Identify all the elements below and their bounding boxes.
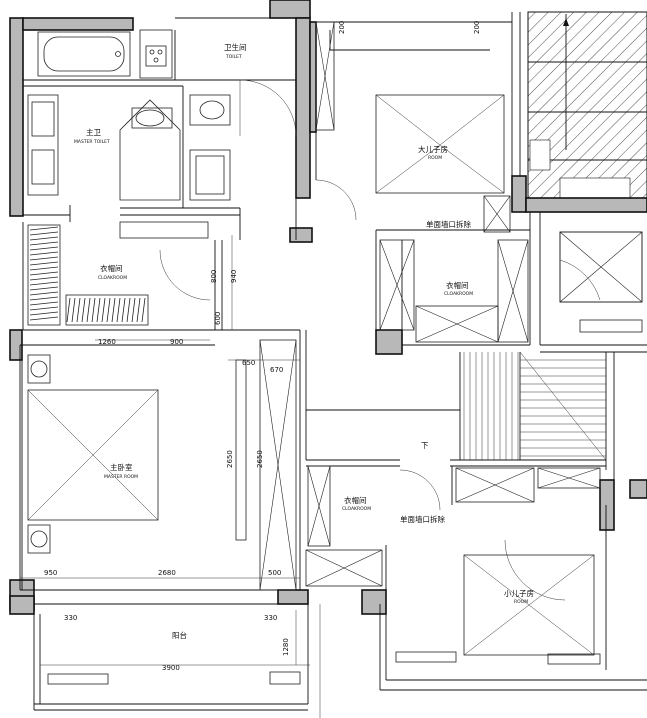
label-younger-child-room-en: ROOM bbox=[514, 599, 528, 605]
dim-200-a: 200 bbox=[338, 21, 346, 34]
dim-650: 650 bbox=[242, 359, 255, 367]
label-master-bedroom-en: MASTER ROOM bbox=[104, 474, 138, 480]
label-master-bath-en: MASTER TOILET bbox=[74, 139, 110, 145]
master-vanity bbox=[27, 94, 59, 196]
dim-2650-a: 2650 bbox=[226, 450, 234, 468]
shower-enclosure bbox=[119, 99, 181, 201]
dimension-labels: 1260 900 800 940 600 650 670 2650 2650 9… bbox=[44, 21, 481, 672]
label-elder-child-room-en: ROOM bbox=[428, 155, 442, 161]
label-child-closet-en: CLOAKROOM bbox=[444, 291, 473, 297]
label-elder-child-room: 大儿子房 bbox=[418, 144, 448, 154]
dim-330-a: 330 bbox=[64, 614, 77, 622]
dim-200-b: 200 bbox=[473, 21, 481, 34]
radiators bbox=[47, 651, 601, 685]
dimension-lines bbox=[20, 235, 310, 666]
dim-600: 600 bbox=[214, 312, 222, 325]
dim-1280: 1280 bbox=[282, 638, 290, 656]
label-master-closet: 衣帽间 bbox=[100, 263, 123, 273]
label-balcony: 阳台 bbox=[172, 630, 187, 640]
dim-900: 900 bbox=[170, 338, 183, 346]
toilets bbox=[189, 94, 231, 201]
dim-500: 500 bbox=[268, 569, 281, 577]
label-master-bath: 主卫 bbox=[86, 127, 101, 137]
dim-940: 940 bbox=[230, 270, 238, 283]
dim-3900: 3900 bbox=[162, 664, 180, 672]
dim-1260: 1260 bbox=[98, 338, 116, 346]
elevator-shaft bbox=[559, 231, 643, 303]
label-lower-closet: 衣帽间 bbox=[344, 495, 367, 505]
vanity-top bbox=[139, 29, 173, 79]
stairs bbox=[463, 351, 607, 461]
dim-2650-b: 2650 bbox=[256, 450, 264, 468]
label-master-closet-en: CLOAKROOM bbox=[98, 275, 127, 281]
closet-hanging-rails bbox=[27, 221, 209, 326]
label-child-closet: 衣帽间 bbox=[446, 280, 469, 290]
door-swings bbox=[159, 79, 601, 601]
label-master-bedroom: 主卧室 bbox=[110, 462, 133, 472]
stair-shaft-hatched bbox=[527, 11, 647, 199]
note-demolish-lower: 单面墙口拆除 bbox=[400, 514, 445, 524]
beds bbox=[27, 94, 595, 656]
dim-800: 800 bbox=[210, 270, 218, 283]
note-demolish-upper: 单面墙口拆除 bbox=[426, 219, 471, 229]
partition-lines bbox=[19, 12, 647, 718]
bathtub bbox=[37, 31, 131, 77]
dim-2680: 2680 bbox=[158, 569, 176, 577]
dim-330-b: 330 bbox=[264, 614, 277, 622]
dim-950: 950 bbox=[44, 569, 57, 577]
label-bathroom: 卫生间 bbox=[224, 42, 247, 52]
label-younger-child-room: 小儿子房 bbox=[504, 588, 534, 598]
room-labels: 卫生间 TOILET 主卫 MASTER TOILET 衣帽间 CLOAKROO… bbox=[74, 42, 534, 640]
label-lower-closet-en: CLOAKROOM bbox=[342, 506, 371, 512]
note-stair-down: 下 bbox=[421, 441, 429, 450]
annotations: 单面墙口拆除 单面墙口拆除 下 bbox=[400, 219, 471, 524]
dim-670: 670 bbox=[270, 366, 283, 374]
label-bathroom-en: TOILET bbox=[225, 54, 242, 60]
